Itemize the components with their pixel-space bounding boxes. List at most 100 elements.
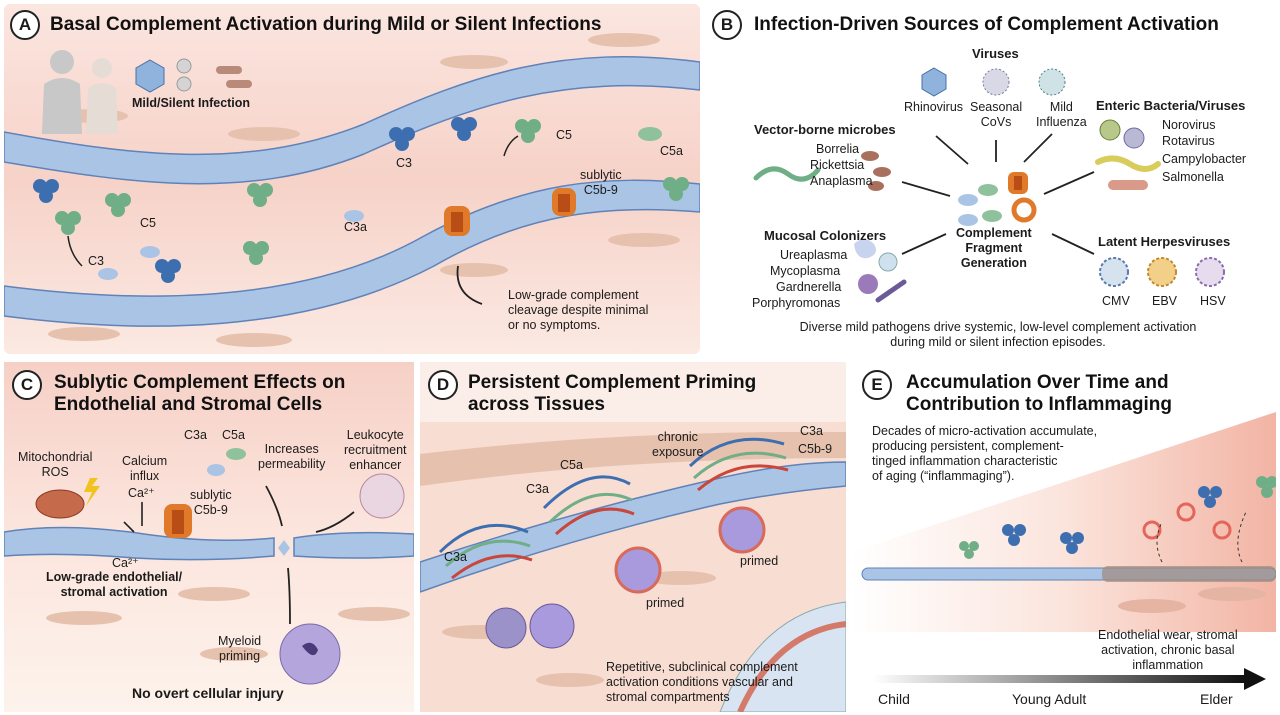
c5b9-ring-icon (1142, 520, 1162, 540)
arrow (1023, 133, 1053, 163)
c3-cluster-icon (55, 211, 81, 235)
timeline-label: Young Adult (1012, 691, 1087, 707)
stromal-cell (178, 587, 250, 601)
exposure-arrow (688, 437, 785, 468)
panel-title: Sublytic Complement Effects on Endotheli… (54, 372, 346, 415)
stromal-cell (440, 263, 508, 277)
c3-cluster-icon (243, 241, 269, 265)
nucleus-icon (302, 642, 318, 656)
pathogen-name: EBV (1152, 294, 1178, 308)
pathogen-name: Anaplasma (810, 174, 873, 188)
c3-cluster-icon (33, 179, 59, 203)
pathogen-name: CMV (1102, 294, 1130, 308)
arrow (123, 521, 135, 533)
borrelia-icon (753, 166, 821, 182)
exposure-arrow (697, 464, 789, 492)
norovirus-icon (1099, 119, 1121, 141)
c5b9-ring-icon (1176, 502, 1196, 522)
c5a-cluster-icon (663, 177, 689, 201)
rotavirus-icon (1123, 127, 1145, 149)
c5-cluster-icon (451, 117, 477, 141)
stromal-cell (228, 127, 300, 141)
panel-title: Accumulation Over Time and Contribution … (906, 372, 1172, 415)
arrow (315, 511, 355, 533)
primed-cell-icon (718, 506, 766, 554)
c3a-fragment-icon (344, 210, 364, 222)
primed-cell-icon (614, 546, 662, 594)
sublytic-label: sublytic C5b-9 (190, 488, 232, 517)
complement-cluster-icon (1198, 486, 1222, 508)
virus-icon (176, 58, 192, 74)
exposure-arrow (444, 539, 531, 568)
pathogen-name: HSV (1200, 294, 1226, 308)
c3a-label: C3a (184, 428, 207, 442)
bacteria-icon (226, 80, 252, 88)
herpes-heading: Latent Herpesviruses (1098, 234, 1231, 249)
c3-cluster-icon (389, 127, 415, 151)
stromal-cell (338, 607, 410, 621)
pathogen-name: Porphyromonas (752, 296, 841, 310)
sublytic-label: sublytic C5b-9 (580, 168, 622, 197)
arrow (901, 233, 947, 255)
panel-title: Basal Complement Activation during Mild … (50, 14, 602, 35)
stromal-cell (48, 327, 120, 341)
c5a-label: C5a (660, 144, 683, 158)
endothelium-lower (4, 179, 700, 327)
c3a-label: C3a (444, 550, 467, 564)
vessel-illustration (4, 33, 700, 347)
arrow (67, 235, 83, 267)
stromal-cell (536, 673, 604, 687)
endothelial-cell (4, 526, 275, 561)
people-silhouette-icon (42, 50, 118, 134)
fragment-icon (958, 194, 978, 206)
mycoplasma-icon (878, 252, 898, 272)
endothelium-upper (4, 56, 700, 185)
panel-description: Decades of micro-activation accumulate, … (872, 424, 1098, 483)
arrow (901, 181, 951, 197)
dotted-path (1156, 521, 1163, 563)
c3a-label: C3a (800, 424, 823, 438)
stromal-cell (216, 333, 292, 347)
tissue-priming-illustration (420, 422, 846, 712)
stromal-cell (46, 611, 122, 625)
fragment-icon (98, 268, 118, 280)
pathogen-name: Campylobacter (1162, 152, 1247, 166)
myeloid-label: Myeloid priming (218, 634, 262, 663)
panel-b: B Infection-Driven Sources of Complement… (706, 4, 1276, 354)
no-injury-label: No overt cellular injury (132, 685, 284, 701)
hsv-icon (1195, 257, 1225, 287)
center-label: Complement Fragment Generation (956, 226, 1032, 270)
c5b9-pore-icon (1008, 172, 1028, 194)
salmonella-icon (1108, 180, 1148, 190)
c5b9-pore-icon (552, 188, 576, 216)
pathogen-name: Norovirus (1162, 118, 1216, 132)
c5a-fragment-icon (226, 448, 246, 460)
stromal-cell (440, 55, 508, 69)
virus-name: Seasonal CoVs (970, 100, 1023, 129)
c5-cluster-icon (515, 119, 541, 143)
calcium-label: Ca²⁺ (112, 556, 139, 570)
c5-label: C5 (140, 216, 156, 230)
pathogen-network (753, 67, 1225, 303)
worn-endothelium (1102, 566, 1276, 582)
virus-icon (135, 59, 165, 93)
panel-letter: D (428, 370, 458, 400)
rickettsia-icon (861, 151, 879, 161)
c5a-fragment-icon (638, 127, 662, 141)
virus-name: Mild Influenza (1036, 100, 1087, 129)
c5b9-pore-icon (164, 504, 192, 538)
callout-arrow (456, 265, 483, 305)
permeability-label: Increases permeability (258, 442, 326, 471)
stromal-cell (200, 647, 268, 661)
panel-title: Persistent Complement Priming across Tis… (468, 372, 757, 415)
timeline-label: Elder (1200, 691, 1233, 707)
stromal-cell (1118, 599, 1186, 613)
pathogen-name: Borrelia (816, 142, 860, 156)
arrow (503, 135, 519, 157)
campylobacter-icon (1095, 155, 1161, 172)
exposure-arrow (542, 475, 631, 510)
pathogen-name: Salmonella (1162, 170, 1224, 184)
outcome-label: Endothelial wear, stromal activation, ch… (1098, 628, 1238, 672)
cmv-icon (1099, 257, 1129, 287)
lowgrade-label: Low-grade endothelial/ stromal activatio… (46, 570, 183, 599)
